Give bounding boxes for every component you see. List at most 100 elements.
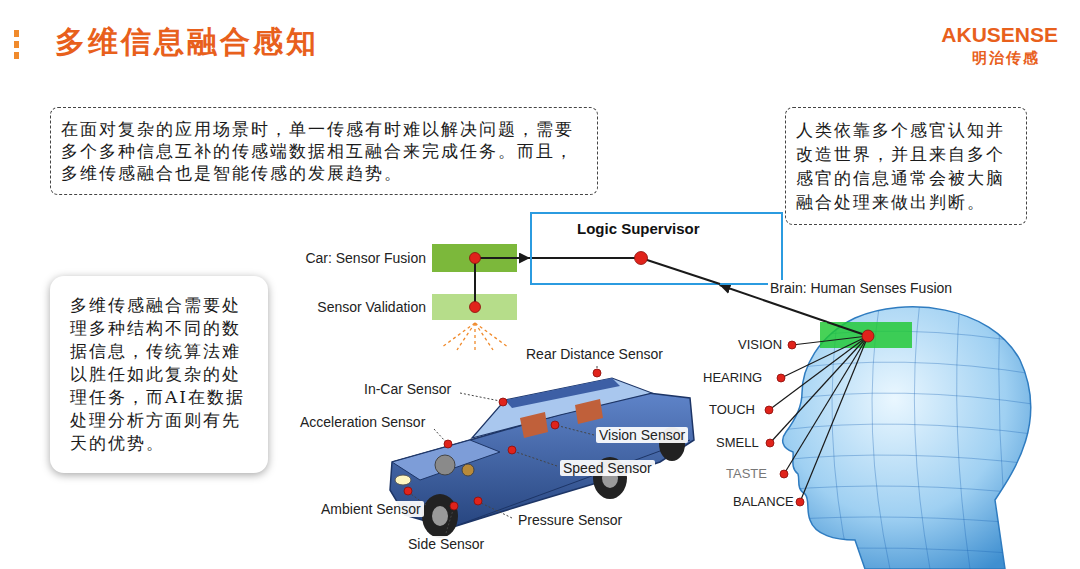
band-label: Sensor Validation <box>317 299 426 315</box>
note-box: 人类依靠多个感官认知并 改造世界，并且来自多个 感官的信息通常会被大脑 融合处理… <box>785 107 1027 225</box>
car-hub <box>432 506 448 526</box>
car-hood <box>392 440 500 480</box>
mesh-line <box>780 517 1040 525</box>
title-mark <box>14 30 19 37</box>
sensor-dot <box>499 398 507 406</box>
sensor-dot <box>508 446 516 454</box>
car-seat <box>520 412 548 438</box>
logo-text: AKUSENSE <box>941 23 1058 47</box>
head-outline <box>783 307 1031 569</box>
sense-line <box>784 336 868 474</box>
sensor-label: Vision Sensor <box>596 427 688 443</box>
mesh-line <box>914 300 930 569</box>
mesh-line <box>780 393 1040 405</box>
fusion-dot <box>635 252 648 265</box>
sense-line <box>781 336 868 378</box>
car-engine <box>462 464 474 476</box>
note-box: 在面对复杂的应用场景时，单一传感有时难以解决问题，需要 多个多种信息互补的传感端… <box>50 107 598 195</box>
signal-ray <box>474 323 475 352</box>
leader-line <box>446 510 453 533</box>
mesh-line <box>957 300 970 569</box>
sense-dot <box>766 439 774 447</box>
dot-link <box>474 258 476 272</box>
sense-line <box>792 336 868 345</box>
car-seat <box>575 399 603 424</box>
fusion-dot <box>470 302 481 313</box>
sensor-label: Pressure Sensor <box>515 512 625 528</box>
link-line <box>474 272 476 294</box>
sense-dot <box>788 341 796 349</box>
sensor-dot <box>444 440 452 448</box>
sense-line <box>800 336 868 502</box>
head-mesh <box>780 300 1040 569</box>
leader-line <box>460 393 500 401</box>
leader-line <box>516 452 557 466</box>
sensor-label: Side Sensor <box>405 536 487 552</box>
page-title: 多维信息融合感知 <box>55 22 319 63</box>
note-text: 多维传感融合需要处 理多种结构不同的数 据信息，传统算法难 以胜任如此复杂的处 … <box>70 294 248 455</box>
mesh-line <box>999 300 1010 569</box>
fusion-dot <box>862 330 874 342</box>
sense-label: VISION <box>738 337 782 352</box>
sensor-dot <box>551 421 559 429</box>
sensor-dot <box>474 497 482 505</box>
sense-label: TOUCH <box>709 402 755 417</box>
car-engine <box>435 455 455 475</box>
brain-band: Brain: Human Senses Fusion <box>820 322 912 348</box>
dot-link <box>474 294 476 307</box>
sense-dot <box>765 406 773 414</box>
supervisor-box: Logic Supervisor <box>530 212 783 285</box>
note-text: 人类依靠多个感官认知并 改造世界，并且来自多个 感官的信息通常会被大脑 融合处理… <box>796 118 1016 214</box>
signal-ray <box>475 323 493 350</box>
sense-label: BALANCE <box>733 494 794 509</box>
sensor-label: Ambient Sensor <box>318 501 424 517</box>
signal-rays <box>442 323 508 352</box>
signal-ray <box>475 323 508 347</box>
leader-line <box>481 503 512 518</box>
mesh-line <box>780 486 1040 495</box>
mesh-line <box>780 362 1040 375</box>
band-label: Car: Sensor Fusion <box>305 250 426 266</box>
sense-line <box>769 336 868 410</box>
dot-links <box>475 258 868 336</box>
validation-band: Sensor Validation <box>432 294 517 320</box>
fusion-dot <box>470 253 481 264</box>
sense-lines <box>769 336 868 502</box>
note-text: 在面对复杂的应用场景时，单一传感有时难以解决问题，需要 多个多种信息互补的传感端… <box>61 118 587 184</box>
sense-label: TASTE <box>726 466 767 481</box>
title-mark <box>14 41 19 48</box>
dot-link <box>532 257 641 259</box>
title-mark <box>14 52 19 59</box>
leader-line <box>434 429 445 441</box>
signal-arrow <box>517 257 530 259</box>
sensor-label: Speed Sensor <box>560 460 655 476</box>
sense-dot <box>796 498 804 506</box>
car-headlight <box>395 475 411 485</box>
fusion-dots <box>470 252 875 507</box>
sensor-label: In-Car Sensor <box>361 381 454 397</box>
mesh-line <box>780 424 1040 435</box>
sensor-dot <box>593 369 601 377</box>
supervisor-title: Logic Supervisor <box>577 220 700 237</box>
car-illustration <box>390 378 694 538</box>
dot-link <box>641 258 720 284</box>
head-illustration <box>780 300 1040 569</box>
note-box: 多维传感融合需要处 理多种结构不同的数 据信息，传统算法难 以胜任如此复杂的处 … <box>50 276 268 473</box>
signal-ray <box>457 323 475 350</box>
sensor-label: Rear Distance Sensor <box>523 346 666 362</box>
sense-dot <box>780 470 788 478</box>
logo-subtext: 明治传感 <box>972 49 1040 68</box>
car-roof <box>505 378 620 408</box>
sensor-dot <box>450 502 458 510</box>
band-label: Brain: Human Senses Fusion <box>768 280 954 296</box>
sensor-label: Acceleration Sensor <box>297 414 428 430</box>
signal-ray <box>442 323 475 347</box>
sensor-dot <box>404 487 412 495</box>
sense-dot <box>777 374 785 382</box>
car-sill <box>450 440 690 528</box>
car-wheel <box>422 494 458 538</box>
dot-link <box>475 257 517 259</box>
sense-line <box>770 336 868 443</box>
dot-link <box>827 322 868 336</box>
leader-line <box>559 426 594 435</box>
